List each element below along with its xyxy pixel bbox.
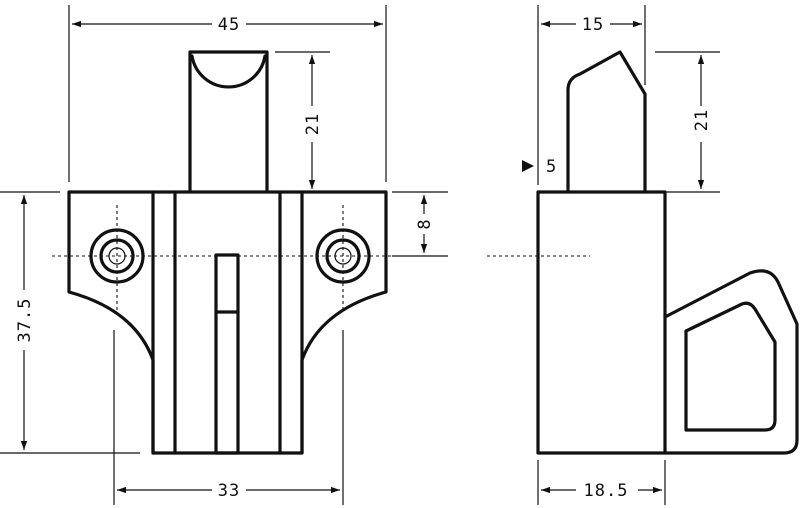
dim-body-height: 37.5 (15, 298, 35, 343)
dim-side-body-depth: 18.5 (584, 481, 629, 501)
dim-overall-width: 45 (218, 15, 240, 35)
side-body (536, 190, 667, 455)
dim-arrow-step (522, 160, 534, 172)
dim-hole-offset: 8 (415, 218, 435, 229)
side-view: 15 21 5 18.5 (487, 5, 799, 505)
dim-side-step: 5 (546, 157, 557, 177)
side-hook-outer (663, 269, 799, 455)
side-hook-inner (684, 301, 777, 432)
dim-pin-height: 21 (303, 113, 323, 135)
dim-side-pin-width: 15 (582, 15, 604, 35)
pin-end-arc (190, 54, 267, 89)
front-view: 45 21 37.5 8 33 (0, 5, 448, 505)
pin-outline (188, 50, 269, 192)
dim-base-width: 33 (218, 481, 240, 501)
side-pin-outline (566, 50, 647, 194)
latch-slot (214, 253, 240, 455)
dim-side-pin-height: 21 (692, 109, 712, 131)
